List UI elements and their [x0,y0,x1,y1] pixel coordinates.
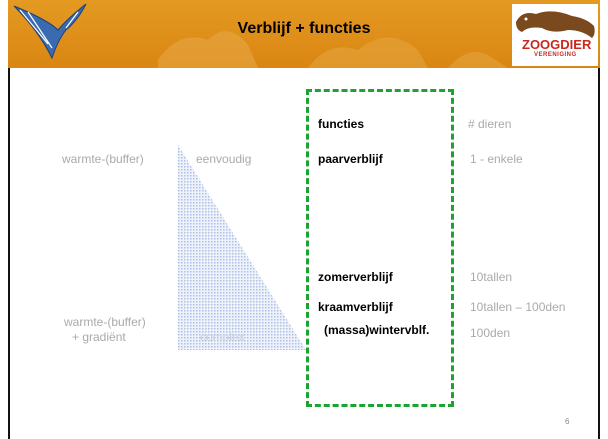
function-zomerverblijf: zomerverblijf [318,270,393,284]
animals-enkele: 1 - enkele [470,152,523,166]
function-paarverblijf: paarverblijf [318,152,383,166]
slide-border-left [8,68,10,439]
functions-heading: functies [318,117,365,131]
function-kraamverblijf: kraamverblijf [318,300,393,314]
slide-border-right [598,68,600,439]
animals-10tallen: 10tallen [470,270,513,284]
logo-title: ZOOGDIER [522,37,592,52]
header-banner: Verblijf + functies [8,0,600,68]
zoogdier-logo: ZOOGDIER VERENIGING [512,4,598,66]
label-warmte-buffer-2: warmte-(buffer) [64,315,146,329]
label-warmte-buffer: warmte-(buffer) [62,152,144,166]
animals-100den: 100den [470,326,511,340]
slide-title: Verblijf + functies [237,20,371,37]
animals-heading: # dieren [468,117,512,131]
label-complex: complex [200,330,245,344]
page-number: 6 [565,417,570,426]
animals-10tallen-100den: 10tallen – 100den [470,300,566,314]
otter-icon [516,11,595,38]
functions-highlight-box [306,89,454,407]
butterfly-icon [13,3,508,68]
label-eenvoudig: eenvoudig [196,152,252,166]
label-gradient: + gradiënt [72,330,126,344]
logo-subtitle: VERENIGING [534,52,577,58]
function-wintervblf: (massa)wintervblf. [324,323,430,337]
gradient-triangle [178,145,306,350]
